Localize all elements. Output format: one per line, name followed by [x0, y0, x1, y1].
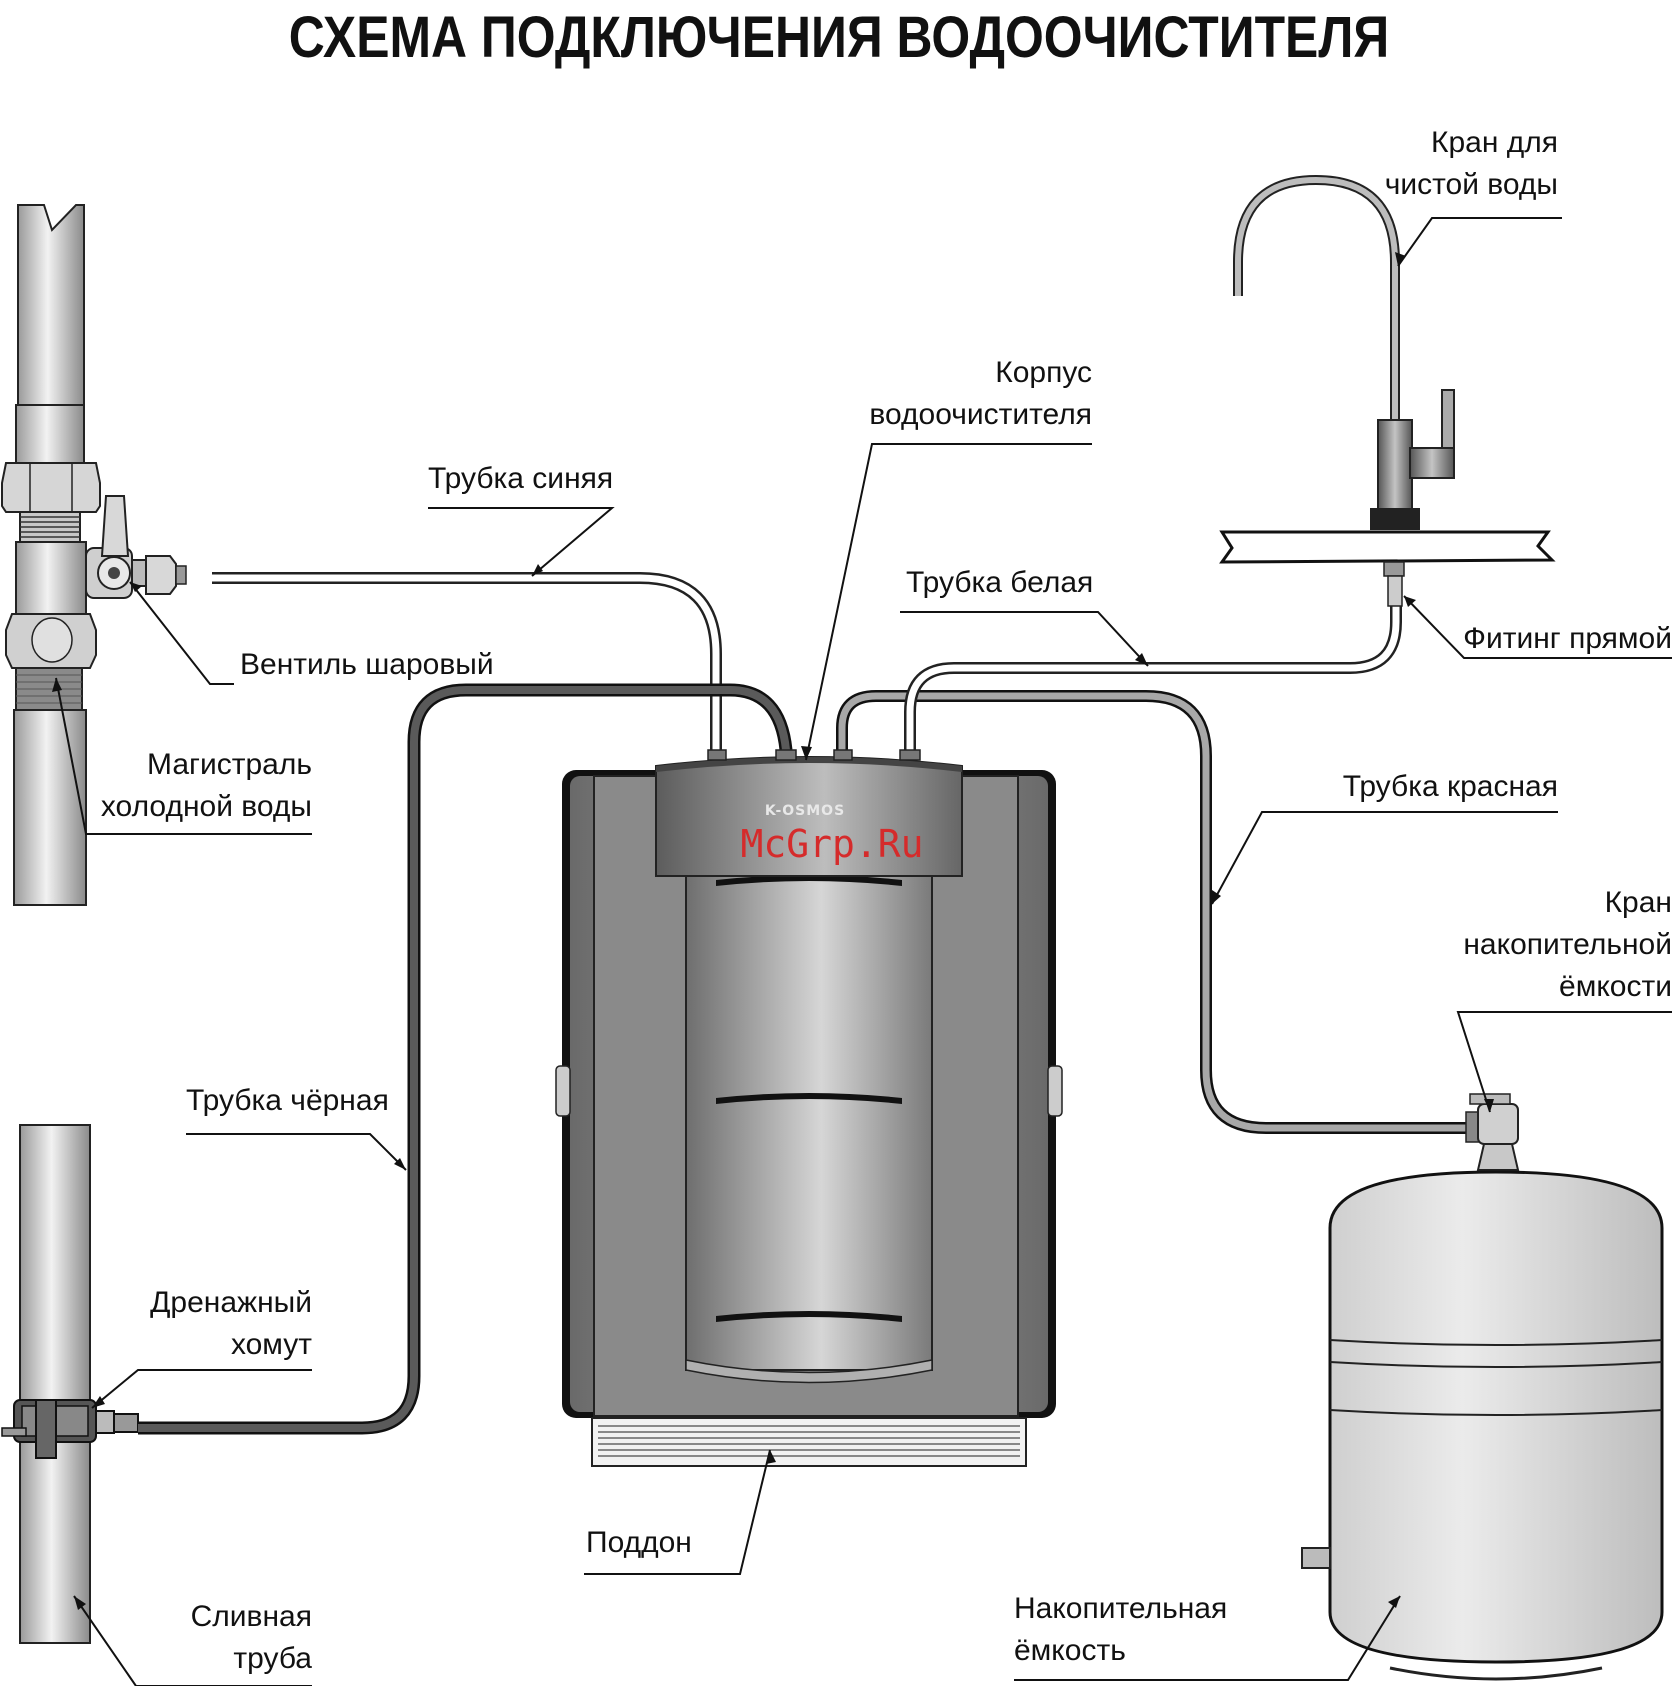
white-tube — [910, 600, 1396, 752]
label-drain-clamp-line2: хомут — [231, 1328, 312, 1361]
label-white-tube: Трубка белая — [906, 566, 1093, 599]
label-cold-main-line1: Магистраль — [147, 748, 312, 781]
drain-pipe — [20, 1125, 90, 1643]
label-drain-pipe-line1: Сливная — [191, 1600, 312, 1633]
label-tank-valve-line3: ёмкости — [1559, 970, 1672, 1003]
brand-label: K-OSMOS — [765, 803, 845, 819]
label-faucet-line2: чистой воды — [1385, 168, 1558, 201]
label-blue-tube: Трубка синяя — [428, 462, 613, 495]
label-tank-valve-line2: накопительной — [1463, 928, 1672, 961]
label-drain-pipe-line2: труба — [233, 1642, 312, 1675]
label-tank-valve-line1: Кран — [1605, 886, 1672, 919]
label-red-tube: Трубка красная — [1343, 770, 1558, 803]
label-housing-line1: Корпус — [995, 356, 1092, 389]
label-drain-clamp-line1: Дренажный — [150, 1286, 312, 1319]
label-tank-line2: ёмкость — [1014, 1634, 1126, 1667]
label-tray: Поддон — [586, 1526, 692, 1559]
label-tank-line1: Накопительная — [1014, 1592, 1227, 1625]
ball-valve — [86, 496, 186, 598]
label-ball-valve: Вентиль шаровый — [240, 648, 494, 681]
label-straight-fitting: Фитинг прямой — [1463, 622, 1672, 655]
clean-water-faucet — [1222, 180, 1552, 606]
watermark: McGrp.Ru — [740, 822, 923, 866]
label-faucet-line1: Кран для — [1431, 126, 1558, 159]
label-housing-line2: водоочистителя — [869, 398, 1092, 431]
label-cold-main-line2: холодной воды — [101, 790, 312, 823]
label-black-tube: Трубка чёрная — [186, 1084, 389, 1117]
storage-tank — [1302, 1172, 1662, 1679]
